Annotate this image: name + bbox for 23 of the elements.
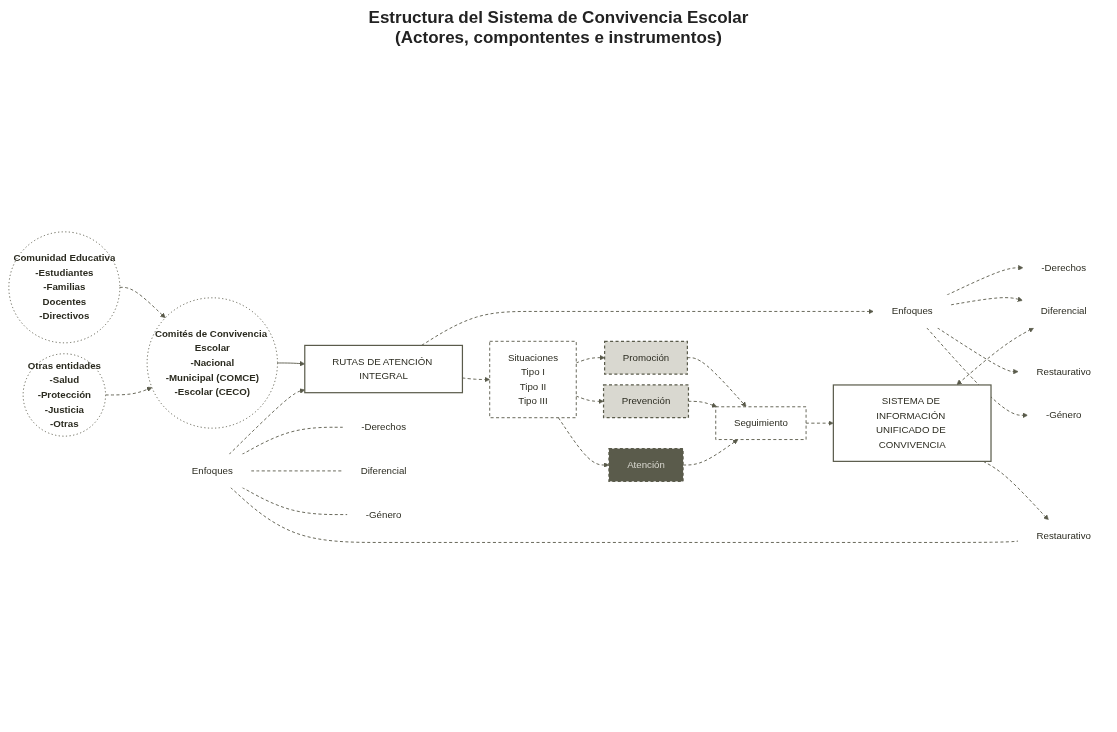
node-text: -Derechos	[360, 421, 406, 432]
diagram-title: Estructura del Sistema de Convivencia Escolar (Actores, compontentes e instrumentos)	[367, 8, 750, 48]
node-box: RUTAS DE ATENCIÓN INTEGRAL	[303, 344, 463, 393]
node-text: Restaurativo	[1035, 530, 1091, 541]
node-box: Situaciones Tipo I Tipo II Tipo III	[488, 340, 577, 418]
connector	[240, 486, 348, 515]
node-box: Atención	[607, 447, 684, 482]
connector	[250, 470, 343, 472]
node-circle: Otras entidades -Salud -Protección -Justicia -Otras	[22, 353, 106, 437]
node-text: -Derechos	[1040, 262, 1086, 273]
node-text: -Género	[365, 508, 401, 520]
node-text: Diferencial	[1040, 305, 1087, 316]
node-box: Seguimiento	[714, 406, 807, 440]
node-text: -Género	[1045, 409, 1082, 420]
node-text: Enfoques	[191, 465, 233, 476]
node-circle: Comités de Convivencia Escolar -Nacional -Municipal (COMCE) -Escolar (CECO)	[146, 297, 278, 429]
node-text: Enfoques	[891, 305, 933, 316]
node-box: Prevención	[602, 384, 689, 418]
node-circle: Comunidad Educativa -Estudiantes -Familias Docentes -Directivos	[7, 231, 120, 343]
node-text: Diferencial	[360, 465, 407, 476]
node-box: Promoción	[603, 340, 688, 375]
node-box: SISTEMA DE INFORMACIÓN UNIFICADO DE CONVIVENCIA	[832, 384, 992, 462]
node-text: Restaurativo	[1035, 365, 1091, 377]
